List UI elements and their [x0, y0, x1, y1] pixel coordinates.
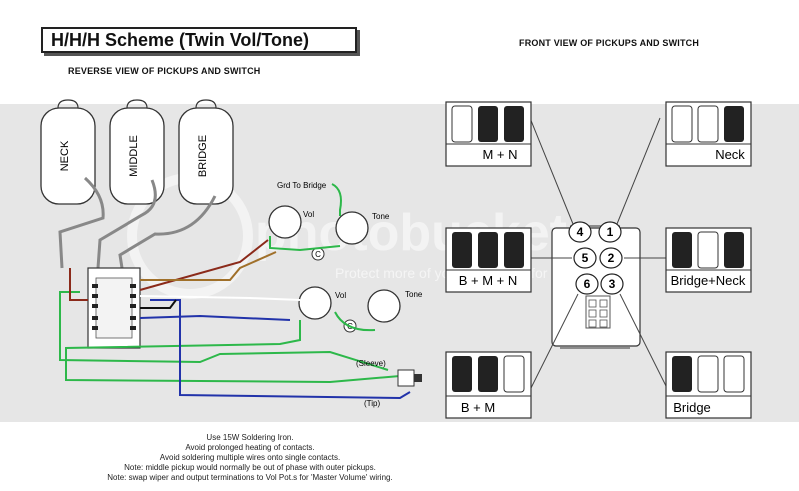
- pot-vol-1-label: Vol: [303, 210, 314, 219]
- note-line: Avoid prolonged heating of contacts.: [185, 443, 315, 452]
- pickup-neck-label: NECK: [59, 140, 71, 171]
- pickup-middle: MIDDLE: [109, 99, 165, 205]
- switch-reverse: [87, 267, 141, 349]
- front-view-heading: FRONT VIEW OF PICKUPS AND SWITCH: [519, 38, 700, 48]
- position-box-bridge: Bridge: [665, 351, 752, 419]
- position-number-2: 2: [608, 251, 615, 265]
- jack-sleeve-label: (Sleeve): [356, 359, 386, 368]
- position-number-5: 5: [582, 251, 589, 265]
- reverse-view-heading: REVERSE VIEW OF PICKUPS AND SWITCH: [68, 66, 261, 76]
- pot-tone-2: Tone: [367, 289, 423, 323]
- note-line: Use 15W Soldering Iron.: [206, 433, 294, 442]
- pot-tone-2-label: Tone: [405, 290, 423, 299]
- svg-text:C: C: [315, 250, 321, 259]
- position-circles: 4 1 5 2 6 3: [568, 221, 624, 295]
- output-jack: (Sleeve) (Tip): [356, 359, 422, 408]
- pickup-neck: NECK: [40, 99, 96, 205]
- position-label-bm: B + M: [461, 400, 495, 415]
- wires: [59, 183, 411, 400]
- ground-label: Grd To Bridge: [277, 181, 327, 190]
- pickup-cables: [58, 176, 217, 269]
- position-number-3: 3: [609, 277, 616, 291]
- jack-tip-label: (Tip): [364, 399, 380, 408]
- title-text: H/H/H Scheme (Twin Vol/Tone): [51, 29, 310, 50]
- pot-vol-2-label: Vol: [335, 291, 346, 300]
- position-label-bridge: Bridge: [673, 400, 711, 415]
- pickup-bridge: BRIDGE: [178, 99, 234, 205]
- pickup-middle-label: MIDDLE: [128, 135, 140, 177]
- note-line: Note: swap wiper and output terminations…: [107, 473, 393, 482]
- pot-vol-2: Vol: [298, 286, 346, 320]
- position-label-bmn: B + M + N: [459, 273, 518, 288]
- pickup-bridge-label: BRIDGE: [197, 135, 209, 177]
- page-title: H/H/H Scheme (Twin Vol/Tone): [41, 27, 357, 53]
- pot-tone-1: Tone: [335, 211, 390, 245]
- position-box-neck: Neck: [665, 101, 752, 167]
- position-box-bridge-neck: Bridge+Neck: [665, 227, 752, 293]
- notes-block: Use 15W Soldering Iron. Avoid prolonged …: [0, 433, 500, 483]
- pot-vol-1: Vol: [268, 205, 314, 239]
- pot-tone-1-label: Tone: [372, 212, 390, 221]
- position-box-mn: M + N: [445, 101, 532, 167]
- position-label-bridge-neck: Bridge+Neck: [671, 273, 746, 288]
- note-line: Note: middle pickup would normally be ou…: [124, 463, 376, 472]
- position-box-bmn: B + M + N: [445, 227, 532, 293]
- note-line: Avoid soldering multiple wires onto sing…: [159, 453, 341, 462]
- position-number-4: 4: [577, 225, 584, 239]
- position-box-bm: B + M: [445, 351, 532, 419]
- position-arrows: [529, 117, 669, 391]
- position-number-1: 1: [607, 225, 614, 239]
- position-number-6: 6: [584, 277, 591, 291]
- capacitor-1: C: [311, 247, 325, 261]
- position-label-neck: Neck: [715, 147, 745, 162]
- position-label-mn: M + N: [482, 147, 517, 162]
